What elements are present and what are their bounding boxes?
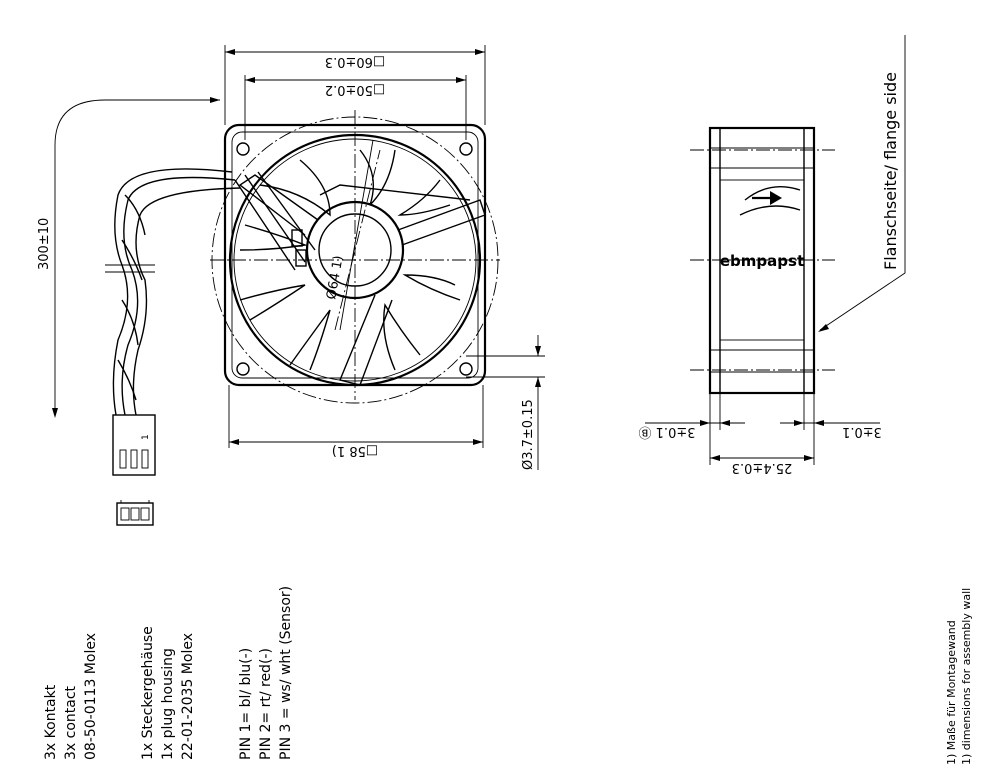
bottom-dimension: □58 1) <box>228 385 484 458</box>
mounting-holes <box>236 142 473 376</box>
flange-side-label: Flanschseite/ flange side <box>881 72 900 270</box>
hole-dimension: Ø3.7±0.15 <box>466 335 545 470</box>
dim-top-inner-label: □50±0.2 <box>325 82 385 97</box>
brand-logo: ebmpapst <box>720 252 804 270</box>
fan-struts <box>238 174 486 386</box>
dim-right-label: 3±0.1 <box>842 424 882 439</box>
dim-hole-label: Ø3.7±0.15 <box>521 399 536 470</box>
connector-housing: 1 <box>112 414 156 476</box>
twisted-cable <box>112 168 241 416</box>
dim-depth-label: 25.4±0.3 <box>732 460 793 475</box>
cable-assembly: 300±10 1 <box>37 97 241 526</box>
note-pin-1: PIN 1= bl/ blu(-) <box>238 648 254 760</box>
connector-end-view <box>116 500 154 526</box>
note-contact-3: 08-50-0113 Molex <box>83 633 99 760</box>
footnote-2: 1) dimensions for assembly wall <box>960 588 973 765</box>
note-housing-3: 22-01-2035 Molex <box>180 633 196 760</box>
top-dimensions: □60±0.3 □50±0.2 <box>224 45 486 140</box>
side-body <box>708 126 816 395</box>
dim-diameter-label: Ø64 1) <box>324 255 346 301</box>
footnote-1: 1) Maße für Montagewand <box>945 620 958 765</box>
notes: 3x Kontakt 3x contact 08-50-0113 Molex 1… <box>43 586 973 765</box>
front-view: □60±0.3 □50±0.2 □58 1) Ø3.7±0.15 Ø64 1) <box>210 45 545 470</box>
side-view: ebmpapst 3±0.1 Ⓑ 3±0.1 25.4±0.3 Flanschs… <box>639 35 906 475</box>
cable-exit <box>234 171 316 271</box>
note-pin-3: PIN 3 = ws/ wht (Sensor) <box>278 586 294 760</box>
dim-bottom-label: □58 1) <box>332 443 378 458</box>
dim-top-outer-label: □60±0.3 <box>325 54 385 69</box>
dim-left-label: 3±0.1 Ⓑ <box>639 424 696 439</box>
pin-1-marker: 1 <box>141 434 151 440</box>
note-pin-2: PIN 2= rt/ red(-) <box>258 648 274 760</box>
dim-cable-length-label: 300±10 <box>37 218 52 270</box>
note-housing-1: 1x Steckergehäuse <box>140 626 156 760</box>
note-contact-2: 3x contact <box>63 685 79 760</box>
note-contact-1: 3x Kontakt <box>43 684 59 760</box>
note-housing-2: 1x plug housing <box>160 648 176 760</box>
